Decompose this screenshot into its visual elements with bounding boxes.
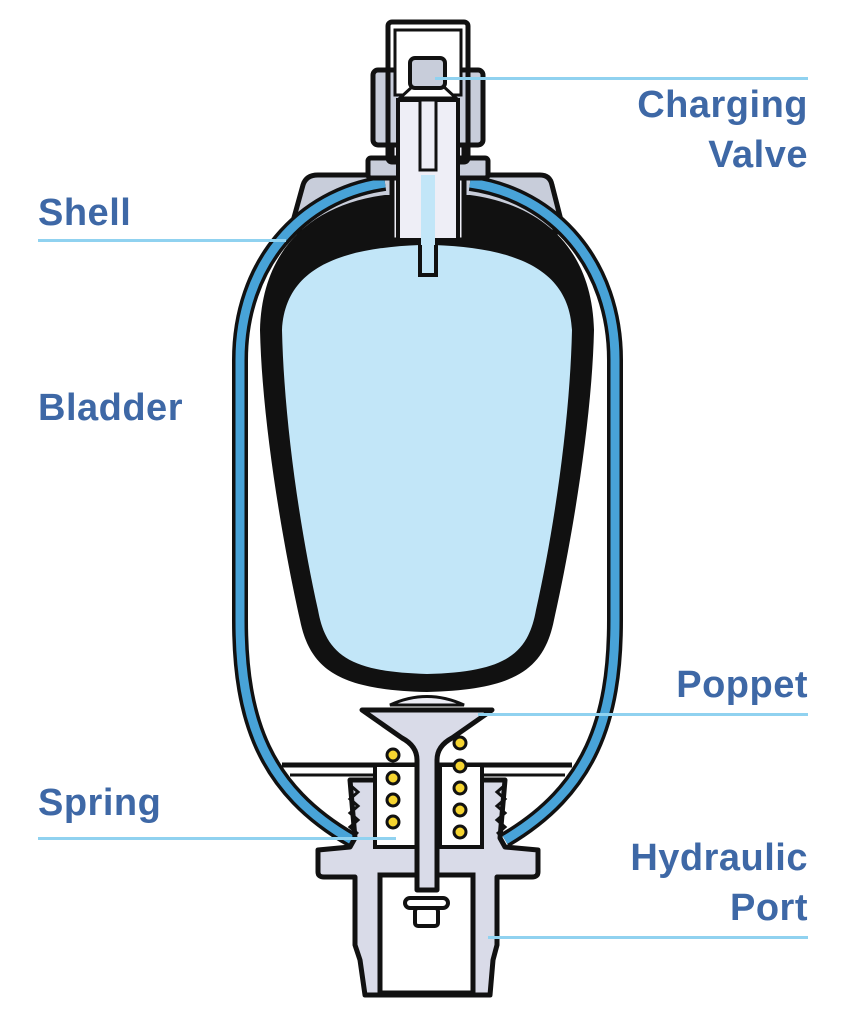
- bladder-label: Bladder: [38, 387, 183, 429]
- hydraulic-port-label: Hydraulic Port: [630, 833, 808, 933]
- gas-chamber: [282, 245, 572, 674]
- charging-valve-label-line2: Valve: [708, 134, 808, 176]
- shell-label: Shell: [38, 192, 132, 234]
- hydraulic-port-label-line1: Hydraulic: [630, 837, 808, 879]
- poppet: [389, 695, 465, 707]
- charging-valve-leader: [435, 77, 808, 80]
- hydraulic-port-leader: [488, 936, 808, 939]
- spring-label: Spring: [38, 782, 162, 824]
- poppet-label: Poppet: [676, 664, 808, 706]
- poppet-leader: [478, 713, 808, 716]
- spring-leader: [38, 837, 396, 840]
- charging-valve-core: [408, 56, 447, 90]
- charging-valve-label-line1: Charging: [637, 84, 808, 126]
- spring: [385, 735, 468, 840]
- shell-leader: [38, 239, 286, 242]
- charging-valve-label: Charging Valve: [637, 80, 808, 180]
- hydraulic-port-label-line2: Port: [730, 887, 808, 929]
